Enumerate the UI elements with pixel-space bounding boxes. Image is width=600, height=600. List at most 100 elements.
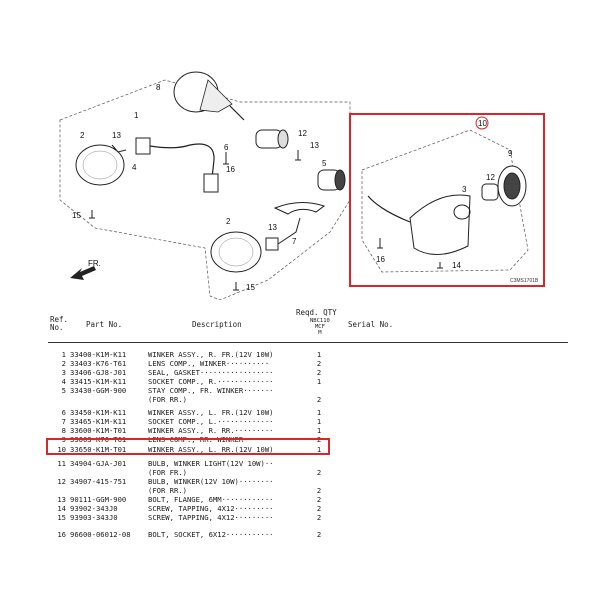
ref-cell: 13: [57, 495, 66, 504]
part-no-cell: 34904-GJA-J01: [70, 459, 127, 468]
description-cell: (FOR FR.): [148, 468, 187, 477]
header-model: NBC110 MCF M: [310, 318, 330, 336]
ref-cell: 11: [57, 459, 66, 468]
description-cell: SCREW, TAPPING, 4X12·········: [148, 513, 274, 522]
bolt-16-drawing: [223, 152, 229, 165]
header-ref: Ref. No.: [50, 315, 69, 332]
ref-cell: 6: [61, 408, 66, 417]
header-serial-no: Serial No.: [348, 320, 394, 329]
callout-2: 2: [80, 131, 85, 140]
qty-cell: 1: [316, 377, 322, 386]
winker-lens-left-drawing: [75, 144, 125, 186]
header-divider: [48, 342, 568, 343]
ref-cell: 2: [61, 359, 66, 368]
ref-cell: 4: [61, 377, 66, 386]
qty-cell: 2: [316, 368, 322, 377]
callout-7: 7: [292, 237, 297, 246]
part-no-cell: 33415-K1M-K11: [70, 377, 127, 386]
header-part-no: Part No.: [86, 320, 123, 329]
callout-16: 16: [226, 165, 235, 174]
qty-cell: 2: [316, 495, 322, 504]
socket-wires-drawing: [111, 137, 219, 193]
callout-9: 9: [508, 149, 513, 158]
ref-cell: 15: [57, 513, 66, 522]
table-row: 15 93903-343J0 SCREW, TAPPING, 4X12·······…: [48, 513, 568, 523]
part-no-cell: 33650-K1M-T01: [70, 445, 127, 454]
parts-table: Ref. No. Part No. Description Reqd. QTY …: [48, 308, 568, 558]
part-no-cell: 33465-K1M-K11: [70, 417, 127, 426]
ref-cell: 1: [61, 350, 66, 359]
qty-cell: 2: [316, 395, 322, 404]
front-direction-arrow: FR.: [70, 259, 101, 280]
screw-15-bottom-drawing: [233, 282, 239, 291]
callout-15b: 15: [246, 283, 255, 292]
callout-10-circle: [475, 116, 489, 130]
description-cell: SEAL, GASKET·················: [148, 368, 274, 377]
callout-12b: 12: [486, 173, 495, 182]
table-row: (FOR FR.)2: [48, 468, 568, 478]
part-no-cell: 93903-343J0: [70, 513, 118, 522]
description-cell: SOCKET COMP., L.·············: [148, 417, 274, 426]
ref-cell: 12: [57, 477, 66, 486]
description-cell: (FOR RR.): [148, 486, 187, 495]
description-cell: WINKER ASSY., L. RR.(12V 10W): [148, 445, 274, 454]
table-row: (FOR RR.)2: [48, 486, 568, 496]
stay-drawing: [255, 129, 346, 191]
description-cell: WINKER ASSY., R. FR.(12V 10W): [148, 350, 274, 359]
table-row: 4 33415-K1M-K11 SOCKET COMP., R.··········…: [48, 377, 568, 387]
callout-1: 1: [134, 111, 139, 120]
winker-rear-right-drawing: [173, 71, 245, 121]
callout-4: 4: [132, 163, 137, 172]
qty-cell: 2: [316, 513, 322, 522]
callout-11b: 13: [268, 223, 277, 232]
part-no-cell: 33400-K1M-K11: [70, 350, 127, 359]
description-cell: STAY COMP., FR. WINKER·······: [148, 386, 274, 395]
qty-cell: 2: [316, 530, 322, 539]
part-no-cell: 33403-K76-T61: [70, 359, 127, 368]
part-no-cell: 33600-K1M-T01: [70, 426, 127, 435]
description-cell: SCREW, TAPPING, 4X12·········: [148, 504, 274, 513]
bolt-13-drawing: [295, 150, 301, 161]
description-cell: BULB, WINKER LIGHT(12V 10W)··: [148, 459, 274, 468]
table-row: 1 33400-K1M-K11 WINKER ASSY., R. FR.(12V 1…: [48, 350, 568, 360]
qty-cell: 1: [316, 408, 322, 417]
callout-14: 14: [452, 261, 461, 270]
description-cell: LENS COMP., WINKER··········: [148, 359, 270, 368]
part-no-cell: 34907-415-751: [70, 477, 127, 486]
description-cell: BULB, WINKER(12V 10W)········: [148, 477, 274, 486]
header-description: Description: [192, 320, 242, 329]
callout-15: 15: [72, 211, 81, 220]
parts-diagram: FR. 8 1 2 13 4 6 16 12 13 5 2 13 7 15 15…: [59, 71, 545, 300]
direction-label: FR.: [88, 259, 101, 268]
part-no-cell: 93902-343J0: [70, 504, 118, 513]
callout-8: 8: [156, 83, 161, 92]
callout-13: 13: [310, 141, 319, 150]
ref-cell: 3: [61, 368, 66, 377]
callout-3: 3: [462, 185, 467, 194]
callout-6: 6: [224, 143, 229, 152]
description-cell: SOCKET COMP., R.·············: [148, 377, 274, 386]
highlight-box-part-10: [349, 113, 545, 287]
qty-cell: 1: [316, 350, 322, 359]
description-cell: BOLT, SOCKET, 6X12···········: [148, 530, 274, 539]
part-no-cell: 33450-K1M-K11: [70, 408, 127, 417]
description-cell: BOLT, FLANGE, 6MM············: [148, 495, 274, 504]
part-no-cell: 96600-06012-08: [70, 530, 131, 539]
ref-cell: 16: [57, 530, 66, 539]
qty-cell: 1: [316, 445, 322, 454]
table-row: 16 96600-06012-08 BOLT, SOCKET, 6X12······…: [48, 530, 568, 540]
callout-2b: 2: [226, 217, 231, 226]
winker-rear-left-drawing: [367, 165, 527, 269]
description-cell: WINKER ASSY., R. RR.·········: [148, 426, 274, 435]
qty-cell: 1: [316, 417, 322, 426]
screw-15-top-drawing: [89, 210, 95, 219]
callout-10: 10: [478, 119, 487, 128]
table-row: 11 34904-GJA-J01 BULB, WINKER LIGHT(12V 10…: [48, 459, 568, 469]
header-reqd-qty: Reqd. QTY: [296, 308, 337, 317]
